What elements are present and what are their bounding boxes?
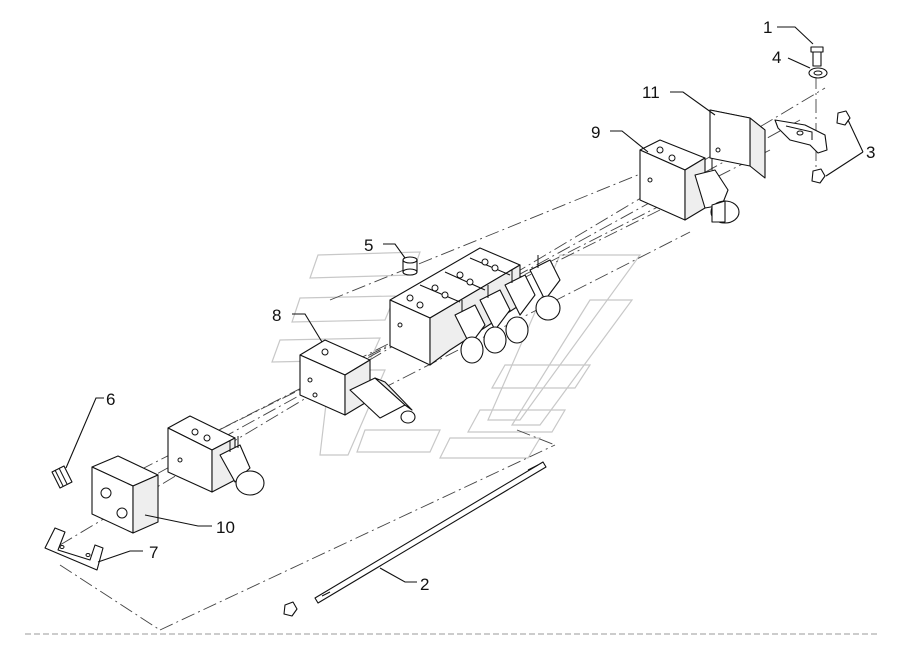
block-part-8 bbox=[299, 339, 416, 424]
fitting-part-5 bbox=[402, 256, 418, 276]
callout-8: 8 bbox=[272, 306, 281, 325]
callout-1: 1 bbox=[763, 18, 772, 37]
callout-6: 6 bbox=[106, 390, 115, 409]
callout-4: 4 bbox=[772, 48, 781, 67]
callout-3: 3 bbox=[866, 143, 875, 162]
callout-10: 10 bbox=[216, 518, 235, 537]
bracket-upper bbox=[774, 119, 828, 154]
logo-watermark bbox=[271, 251, 642, 459]
callout-9: 9 bbox=[591, 123, 600, 142]
tie-rod-part-2 bbox=[314, 461, 547, 604]
bolt-part-1 bbox=[810, 46, 824, 67]
callout-labels: 1 2 3 4 5 6 7 8 9 10 11 bbox=[106, 18, 875, 594]
end-block-part-10 bbox=[91, 455, 159, 534]
callout-7: 7 bbox=[149, 543, 158, 562]
callout-5: 5 bbox=[364, 236, 373, 255]
leader-lines bbox=[65, 26, 864, 583]
nut-part-2 bbox=[283, 601, 298, 617]
callout-2: 2 bbox=[420, 575, 429, 594]
nut-part-3-lower bbox=[811, 168, 826, 184]
plug-part-6 bbox=[51, 465, 73, 489]
valve-bank bbox=[389, 247, 561, 366]
nut-part-3-upper bbox=[836, 110, 851, 126]
callout-11: 11 bbox=[642, 83, 660, 102]
end-valve-part-9 bbox=[639, 139, 740, 224]
cover-plate-part-11 bbox=[709, 109, 766, 179]
mounting-bracket-part-7 bbox=[44, 527, 104, 571]
washer-part-4 bbox=[808, 67, 828, 79]
left-solenoid-valve bbox=[167, 415, 265, 496]
